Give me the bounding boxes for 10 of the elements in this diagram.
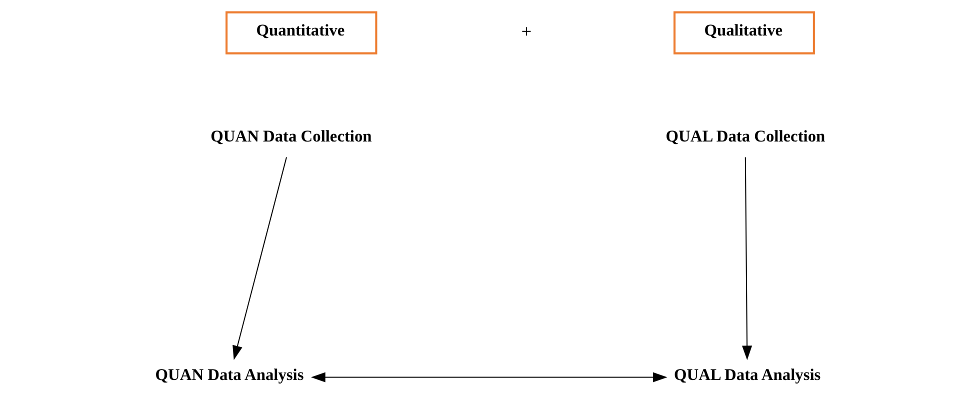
- node-text: QUAN Data Analysis: [155, 365, 304, 384]
- label: +: [521, 21, 532, 42]
- node-box: Quantitative: [226, 11, 378, 54]
- node-text: QUAL Data Analysis: [674, 365, 821, 384]
- arrow: [742, 157, 752, 360]
- node-text: QUAN Data Collection: [210, 126, 372, 146]
- node-text: QUAL Data Collection: [666, 126, 826, 146]
- arrow: [310, 372, 668, 382]
- arrow: [232, 157, 287, 360]
- node-box: Qualitative: [674, 11, 815, 54]
